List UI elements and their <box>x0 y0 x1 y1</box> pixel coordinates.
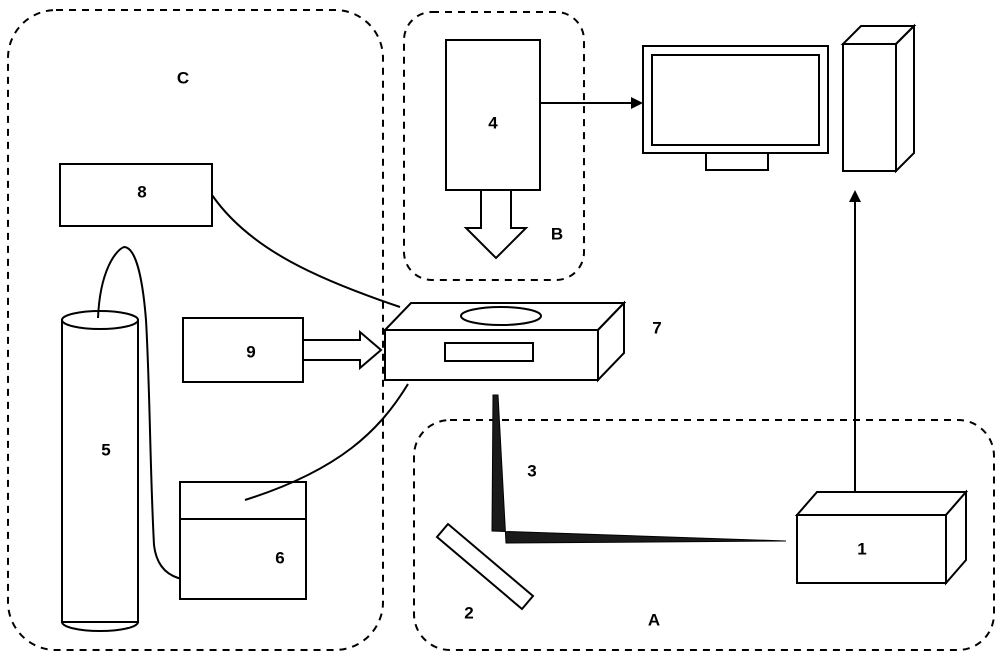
monitor-icon <box>642 45 829 171</box>
group-a-boundary <box>413 419 995 651</box>
component-2-mirror <box>435 522 535 611</box>
group-a-label: A <box>648 611 660 630</box>
group-c-label: C <box>177 69 189 88</box>
laser-beam <box>491 394 787 544</box>
tube-5-to-6 <box>97 245 241 582</box>
component-8-label: 8 <box>137 183 146 202</box>
component-7-label: 7 <box>652 319 661 338</box>
group-b-boundary <box>403 11 585 281</box>
component-6-label: 6 <box>275 549 284 568</box>
component-7-stage <box>382 300 627 383</box>
component-5-label: 5 <box>101 441 110 460</box>
component-1-label: 1 <box>857 540 866 559</box>
component-9-box <box>182 317 304 383</box>
cable-8-to-7 <box>211 194 401 308</box>
component-8-box <box>59 163 213 227</box>
component-4-label: 4 <box>488 114 498 133</box>
component-9-output-arrow <box>302 329 383 371</box>
component-5-cylinder <box>61 310 139 632</box>
camera-output-arrow <box>463 189 529 260</box>
tube-7-to-6 <box>244 383 409 501</box>
component-3-label: 3 <box>527 462 536 481</box>
component-4-box <box>445 39 541 191</box>
computer-tower-icon <box>840 23 917 174</box>
group-b-label: B <box>551 225 563 244</box>
component-2-label: 2 <box>464 604 473 623</box>
component-9-label: 9 <box>246 343 255 362</box>
group-c-boundary <box>7 9 384 651</box>
component-6-box <box>179 481 307 600</box>
component-1-box <box>794 489 969 586</box>
